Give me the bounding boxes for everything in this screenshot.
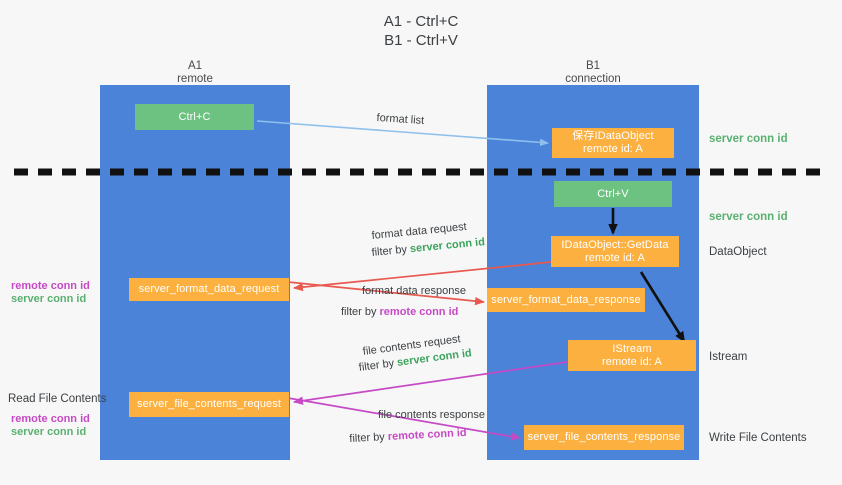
box-server-format-data-response[interactable]: server_format_data_response bbox=[487, 288, 645, 312]
annotation-server-conn-id-1-text: server conn id bbox=[11, 293, 87, 305]
box-server-file-contents-request-label: server_file_contents_request bbox=[136, 398, 282, 410]
annotation-server-conn-id-mid-text: server conn id bbox=[709, 211, 788, 223]
arrow-format-list bbox=[256, 120, 549, 147]
lane-a1-subtitle: remote bbox=[177, 73, 213, 85]
edge-label-format-list-text: format list bbox=[376, 111, 425, 127]
box-save-idataobject[interactable]: 保存IDataObject remote id: A bbox=[552, 128, 674, 158]
edge-label-fcresp-filter-prefix: filter by bbox=[349, 430, 389, 445]
edge-label-fdresp-filter-prefix: filter by bbox=[341, 306, 380, 318]
title-line-1: A1 - Ctrl+C bbox=[383, 13, 459, 30]
annotation-write-file-contents: Write File Contents bbox=[709, 431, 807, 445]
annotation-istream: Istream bbox=[709, 350, 747, 364]
title-line-2: B1 - Ctrl+V bbox=[384, 32, 458, 49]
edge-label-fdr-filter-prefix: filter by bbox=[371, 243, 411, 259]
edge-label-fdresp-filter-value: remote conn id bbox=[379, 306, 459, 318]
edge-label-file-contents-response: file contents response bbox=[378, 408, 485, 422]
box-server-file-contents-response[interactable]: server_file_contents_response bbox=[524, 425, 684, 450]
box-server-file-contents-request[interactable]: server_file_contents_request bbox=[129, 392, 289, 417]
box-ctrl-c-label: Ctrl+C bbox=[178, 110, 211, 123]
edge-label-format-data-response-text: format data response bbox=[362, 285, 466, 297]
arrow-format-data-request bbox=[293, 261, 552, 292]
annotation-remote-conn-id-2: remote conn id bbox=[11, 412, 90, 426]
annotation-remote-conn-id-1-text: remote conn id bbox=[11, 280, 90, 292]
box-server-format-data-response-label: server_format_data_response bbox=[491, 293, 641, 306]
annotation-dataobject: DataObject bbox=[709, 245, 767, 259]
box-server-file-contents-response-label: server_file_contents_response bbox=[527, 431, 681, 443]
annotation-server-conn-id-1: server conn id bbox=[11, 292, 86, 306]
annotation-server-conn-id-top: server conn id bbox=[709, 132, 788, 146]
lane-b1-title: B1 bbox=[585, 60, 601, 72]
box-save-idataobject-line1: 保存IDataObject bbox=[572, 130, 654, 142]
annotation-server-conn-id-top-text: server conn id bbox=[709, 133, 788, 145]
box-istream-line1: IStream bbox=[612, 342, 652, 355]
box-save-idataobject-line2: remote id: A bbox=[583, 143, 643, 155]
lane-a1-title: A1 bbox=[187, 60, 203, 72]
lane-header-a1: A1 remote bbox=[100, 60, 290, 86]
annotation-server-conn-id-2: server conn id bbox=[11, 425, 86, 439]
edge-label-format-data-response-filter: filter by remote conn id bbox=[341, 305, 458, 319]
arrow-getdata-to-istream bbox=[639, 271, 686, 343]
arrow-format-data-response bbox=[287, 281, 485, 306]
lane-b1-subtitle: connection bbox=[565, 73, 621, 85]
box-getdata-line1: IDataObject::GetData bbox=[561, 238, 669, 251]
annotation-dataobject-text: DataObject bbox=[709, 246, 767, 258]
edge-label-format-list: format list bbox=[376, 111, 424, 128]
box-istream-line2: remote id: A bbox=[602, 355, 662, 368]
box-ctrl-v[interactable]: Ctrl+V bbox=[554, 181, 672, 207]
box-idataobject-getdata[interactable]: IDataObject::GetData remote id: A bbox=[551, 236, 679, 267]
box-ctrl-v-label: Ctrl+V bbox=[597, 187, 629, 200]
box-server-format-data-request-label: server_format_data_request bbox=[138, 283, 280, 295]
box-server-format-data-request[interactable]: server_format_data_request bbox=[129, 278, 289, 301]
annotation-read-file-contents: Read File Contents bbox=[8, 392, 106, 406]
annotation-istream-text: Istream bbox=[709, 351, 748, 363]
box-getdata-line2: remote id: A bbox=[585, 251, 645, 264]
arrow-file-contents-request bbox=[293, 361, 568, 405]
edge-label-format-data-response: format data response bbox=[362, 284, 466, 298]
box-ctrl-c[interactable]: Ctrl+C bbox=[135, 104, 254, 130]
annotation-read-file-contents-text: Read File Contents bbox=[8, 393, 107, 405]
box-istream[interactable]: IStream remote id: A bbox=[568, 340, 696, 371]
annotation-remote-conn-id-2-text: remote conn id bbox=[11, 413, 90, 425]
lane-header-b1: B1 connection bbox=[487, 60, 699, 86]
arrow-file-contents-response bbox=[287, 397, 521, 441]
annotation-server-conn-id-mid: server conn id bbox=[709, 210, 788, 224]
annotation-remote-conn-id-1: remote conn id bbox=[11, 279, 90, 293]
edge-label-file-contents-response-text: file contents response bbox=[378, 409, 486, 421]
annotation-server-conn-id-2-text: server conn id bbox=[11, 426, 87, 438]
page-title: A1 - Ctrl+C B1 - Ctrl+V bbox=[0, 12, 842, 50]
annotation-write-file-contents-text: Write File Contents bbox=[709, 432, 807, 444]
